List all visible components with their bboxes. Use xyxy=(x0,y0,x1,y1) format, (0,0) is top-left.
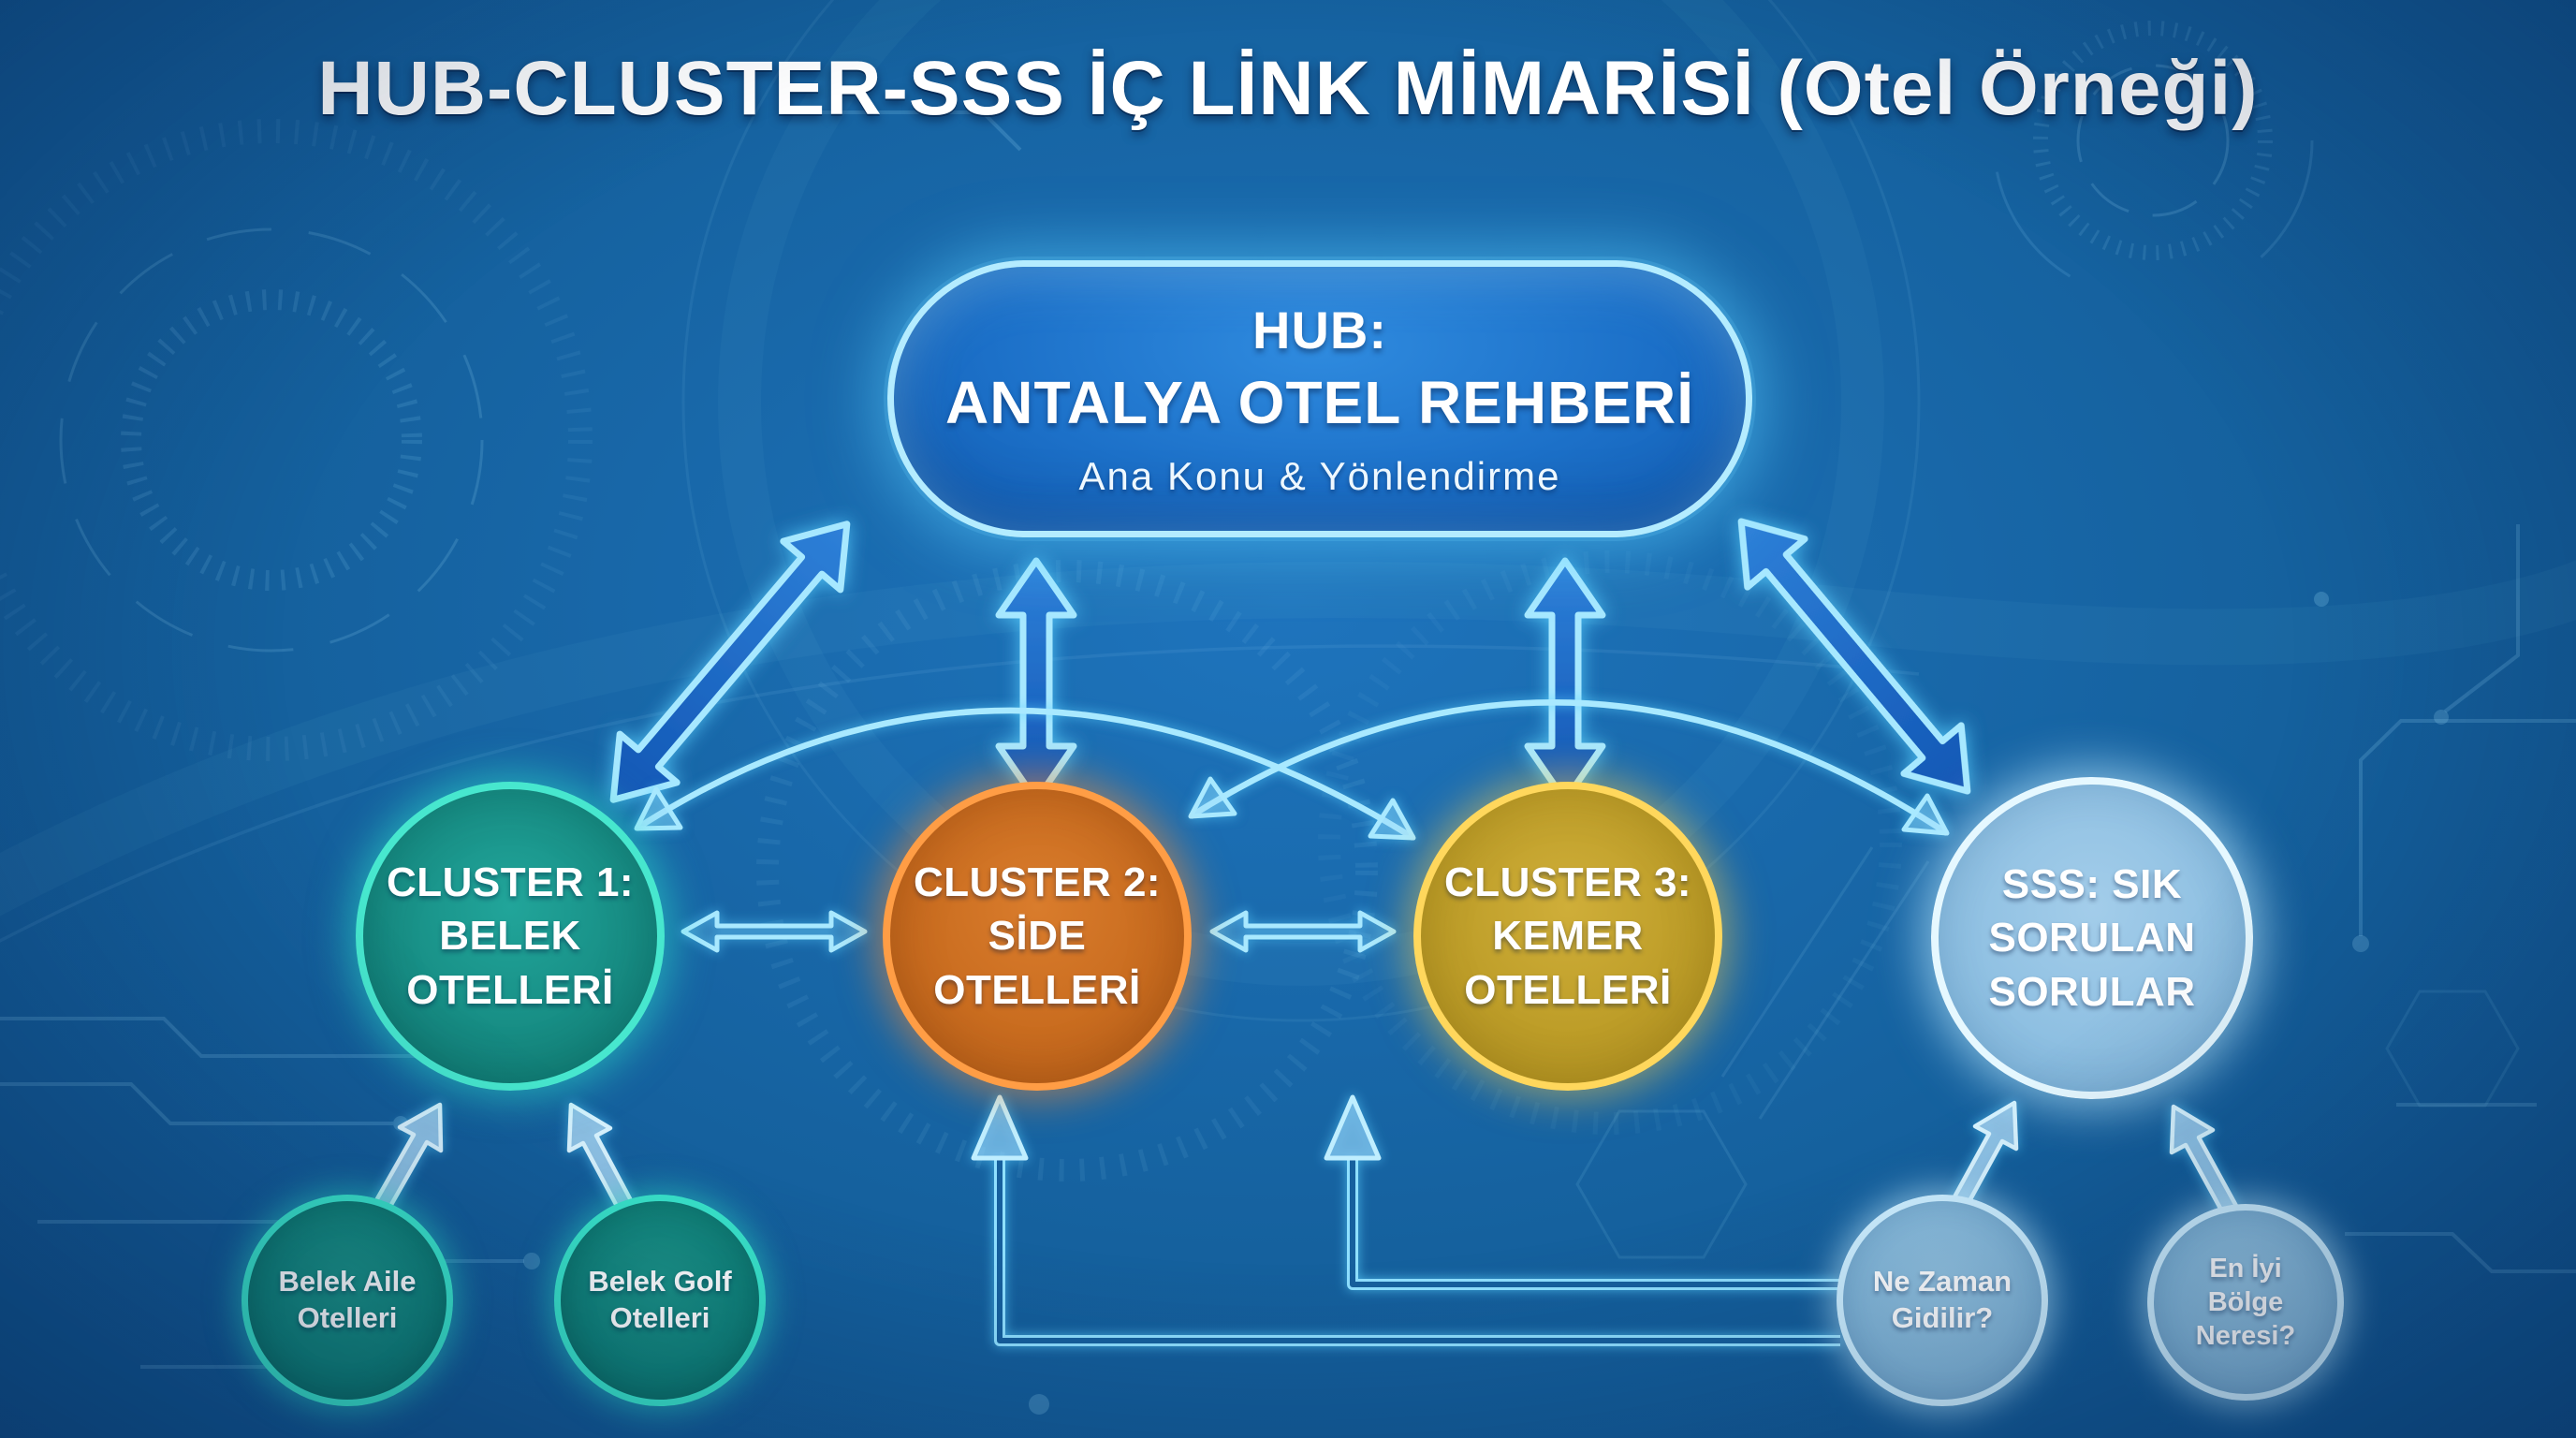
hud-ring-decoration xyxy=(2033,21,2273,260)
nezaman-cluster3-elbow-arrow xyxy=(1324,1094,1840,1290)
sss-label: SSS: SIK SORULAN SORULAR xyxy=(1988,861,2196,1015)
belekaile-cluster1-arrow xyxy=(373,1102,444,1212)
circuit-traces-decoration xyxy=(0,110,2576,1369)
hub-node: HUB: ANTALYA OTEL REHBERİ Ana Konu & Yön… xyxy=(887,260,1752,537)
halo-decoration xyxy=(718,0,1884,986)
hud-ring-decoration xyxy=(2076,64,2230,217)
halo-decoration xyxy=(681,0,1921,1022)
belek-golf-label: Belek Golf Otelleri xyxy=(588,1265,732,1334)
cluster-2-side-label: CLUSTER 2: SİDE OTELLERİ xyxy=(913,859,1162,1013)
hud-ring-decoration xyxy=(121,289,422,591)
belekgolf-cluster1-arrow xyxy=(566,1102,635,1212)
cluster2-cluster3-arrow xyxy=(1209,910,1397,953)
cluster-2-side-node: CLUSTER 2: SİDE OTELLERİ xyxy=(883,782,1192,1091)
cluster-3-kemer-node: CLUSTER 3: KEMER OTELLERİ xyxy=(1413,782,1722,1091)
cluster-1-belek-label: CLUSTER 1: BELEK OTELLERİ xyxy=(386,859,635,1013)
ne-zaman-node: Ne Zaman Gidilir? xyxy=(1837,1195,2048,1406)
nezaman-cluster2-elbow-arrow xyxy=(971,1094,1840,1346)
hud-ring-decoration xyxy=(1992,0,2314,301)
ne-zaman-label: Ne Zaman Gidilir? xyxy=(1872,1265,2012,1334)
tick-arc-decoration xyxy=(1318,550,1902,1135)
en-iyi-bolge-label: En İyi Bölge Neresi? xyxy=(2195,1253,2296,1352)
en-iyi-bolge-node: En İyi Bölge Neresi? xyxy=(2147,1204,2344,1401)
belek-aile-label: Belek Aile Otelleri xyxy=(278,1265,417,1334)
tick-arc-decoration xyxy=(756,560,1378,1181)
cluster-1-belek-node: CLUSTER 1: BELEK OTELLERİ xyxy=(356,782,665,1091)
page-title: HUB-CLUSTER-SSS İÇ LİNK MİMARİSİ (Otel Ö… xyxy=(317,46,2259,131)
eniyibolge-sss-arrow xyxy=(2169,1104,2239,1216)
cluster2-sss-curved-arrow xyxy=(1188,699,1950,836)
cluster1-cluster3-curved-arrow xyxy=(634,707,1416,841)
hub-cluster1-arrow xyxy=(609,521,851,803)
hud-ring-decoration xyxy=(59,227,484,653)
belek-aile-node: Belek Aile Otelleri xyxy=(242,1195,453,1406)
hexagon-decoration xyxy=(1575,846,2520,1259)
hub-heading: HUB: xyxy=(1252,300,1387,360)
hub-name: ANTALYA OTEL REHBERİ xyxy=(945,368,1694,436)
hub-subtitle: Ana Konu & Yönlendirme xyxy=(1078,453,1561,498)
belek-golf-node: Belek Golf Otelleri xyxy=(554,1195,766,1406)
hub-cluster3-arrow xyxy=(1524,557,1606,804)
hud-ring-decoration xyxy=(0,119,593,761)
hub-sss-arrow xyxy=(1737,518,1971,795)
cluster-3-kemer-label: CLUSTER 3: KEMER OTELLERİ xyxy=(1443,859,1692,1013)
nezaman-sss-arrow xyxy=(1949,1100,2019,1212)
cluster1-cluster2-arrow xyxy=(681,910,868,953)
hub-cluster2-arrow xyxy=(995,557,1077,804)
sss-node: SSS: SIK SORULAN SORULAR xyxy=(1931,777,2253,1099)
